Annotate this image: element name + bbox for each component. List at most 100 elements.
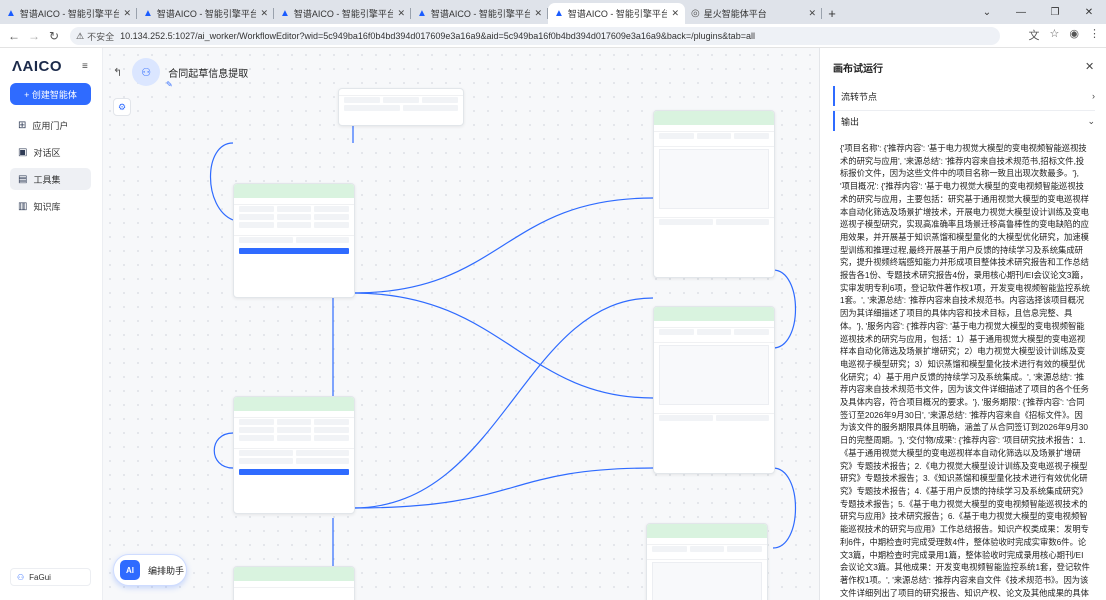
create-agent-button[interactable]: + 创建智能体 [10,83,91,105]
close-icon[interactable]: ✕ [808,8,816,18]
code-editor[interactable] [659,345,769,405]
sidebar-item-chat[interactable]: ▣对话区 [10,141,91,163]
back-icon[interactable]: ← [8,28,20,43]
node-header [647,524,767,538]
globe-icon: ◎ [691,8,700,19]
node-section [234,442,354,449]
window-controls: ⌄ — ❐ ✕ [970,0,1106,24]
profile-icon[interactable]: ◉ [1069,28,1079,40]
tab-title: 智谱AICO - 智能引擎平台 [19,9,120,19]
close-panel-icon[interactable]: ✕ [1085,61,1095,73]
node-row [339,96,463,104]
url-field[interactable]: ⚠ 不安全 10.134.252.5:1027/ai_worker/Workfl… [70,27,1000,45]
tab-strip: ▲智谱AICO - 智能引擎平台✕ ▲智谱AICO - 智能引擎平台✕ ▲智谱A… [0,0,1106,24]
code-editor[interactable] [659,149,769,209]
node-row [654,132,774,140]
chevron-right-icon: › [1092,91,1095,101]
aico-favicon-icon: ▲ [280,8,290,19]
edge [352,297,654,509]
close-window-icon[interactable]: ✕ [1084,6,1094,18]
workflow-header: ↰ ⚇ 合同起草信息提取 [113,58,248,86]
node-section [234,581,354,588]
close-icon[interactable]: ✕ [534,8,542,18]
bookmark-star-icon[interactable]: ☆ [1049,28,1060,40]
output-node-partial[interactable] [338,88,464,126]
translate-icon[interactable]: 文 [1028,30,1040,42]
edit-icon[interactable]: ✎ [166,80,173,89]
section-output[interactable]: 输出 ⌄ [833,111,1095,131]
node-row [234,213,354,221]
app-portal-icon: ⊞ [18,119,27,131]
node-section [654,407,774,414]
code-node[interactable] [233,396,355,514]
tab-search-icon[interactable]: ⌄ [982,6,992,18]
node-header [654,111,774,125]
warning-icon[interactable]: ⚠ [76,30,85,41]
aico-favicon-icon: ▲ [417,8,427,19]
node-row [234,205,354,213]
node-row [234,434,354,442]
user-avatar-icon: ⚇ [17,572,25,582]
node-row [234,449,354,457]
close-icon[interactable]: ✕ [397,8,405,18]
tab-title: 星火智能体平台 [703,9,767,19]
workflow-avatar-icon: ⚇ [132,58,161,86]
node-run-button[interactable] [239,248,349,254]
toolset-icon: ▤ [18,173,28,185]
section-flow-nodes[interactable]: 流转节点 › [833,86,1095,106]
chevron-down-icon: ⌄ [1087,115,1095,126]
workflow-title: 合同起草信息提取 [168,68,249,80]
maximize-icon[interactable]: ❐ [1050,6,1060,18]
minimize-icon[interactable]: — [1016,6,1026,18]
sidebar-item-app-portal[interactable]: ⊞应用门户 [10,114,91,136]
node-section [339,89,463,96]
workflow-canvas[interactable]: ↰ ⚇ 合同起草信息提取 ✎ ⚙ [103,48,819,600]
address-bar: ← → ↻ ⚠ 不安全 10.134.252.5:1027/ai_worker/… [0,24,1106,48]
node-header [234,397,354,411]
browser-tab-3[interactable]: ▲智谱AICO - 智能引擎平台✕ [274,3,411,24]
code-editor[interactable] [652,562,762,600]
node-section [647,553,767,560]
node-row [654,414,774,422]
browser-tab-4[interactable]: ▲智谱AICO - 智能引擎平台✕ [411,3,548,24]
sidebar-item-label: 工具集 [33,174,61,185]
new-tab-button[interactable]: + [828,6,836,21]
edge-layer [209,93,797,568]
tab-title: 智谱AICO - 智能引擎平台 [567,9,668,19]
close-icon[interactable]: ✕ [671,8,679,18]
close-icon[interactable]: ✕ [123,8,131,18]
sidebar-item-toolset[interactable]: ▤ 工具集 [10,168,91,190]
back-arrow-icon[interactable]: ↰ [113,66,123,79]
python-code-node[interactable] [653,306,775,474]
section-label: 输出 [841,116,860,127]
orchestration-assistant-button[interactable]: AI 编排助手 [113,554,187,586]
assistant-label: 编排助手 [148,565,185,576]
section-label: 流转节点 [841,91,878,102]
logo-text: AICO [22,58,63,75]
node-row [654,328,774,336]
python-code-node-partial[interactable] [646,523,768,600]
code-node[interactable] [233,183,355,298]
browser-tab-6[interactable]: ◎星火智能体平台 ✕ [685,3,822,24]
canvas-tool-icon[interactable]: ⚙ [113,98,131,116]
node-run-button[interactable] [239,469,349,475]
code-node-partial[interactable] [233,566,355,600]
knowledge-icon: ▥ [18,200,28,212]
node-section [234,198,354,205]
address-actions: 文 ☆ ◉ ⋮ [1029,27,1100,43]
menu-icon[interactable]: ⋮ [1089,28,1100,40]
forward-icon[interactable]: → [28,28,40,43]
browser-tab-1[interactable]: ▲智谱AICO - 智能引擎平台✕ [0,3,137,24]
collapse-sidebar-icon[interactable]: ≡ [82,61,88,72]
python-code-node[interactable] [653,110,775,278]
browser-tab-5-active[interactable]: ▲智谱AICO - 智能引擎平台✕ [548,3,685,24]
user-account[interactable]: ⚇FaGui [10,568,91,586]
reload-icon[interactable]: ↻ [48,28,60,43]
node-section [647,538,767,545]
close-icon[interactable]: ✕ [260,8,268,18]
edge [352,197,654,294]
sidebar-item-knowledge[interactable]: ▥知识库 [10,195,91,217]
node-header [234,184,354,198]
edge [772,467,797,549]
browser-tab-2[interactable]: ▲智谱AICO - 智能引擎平台✕ [137,3,274,24]
